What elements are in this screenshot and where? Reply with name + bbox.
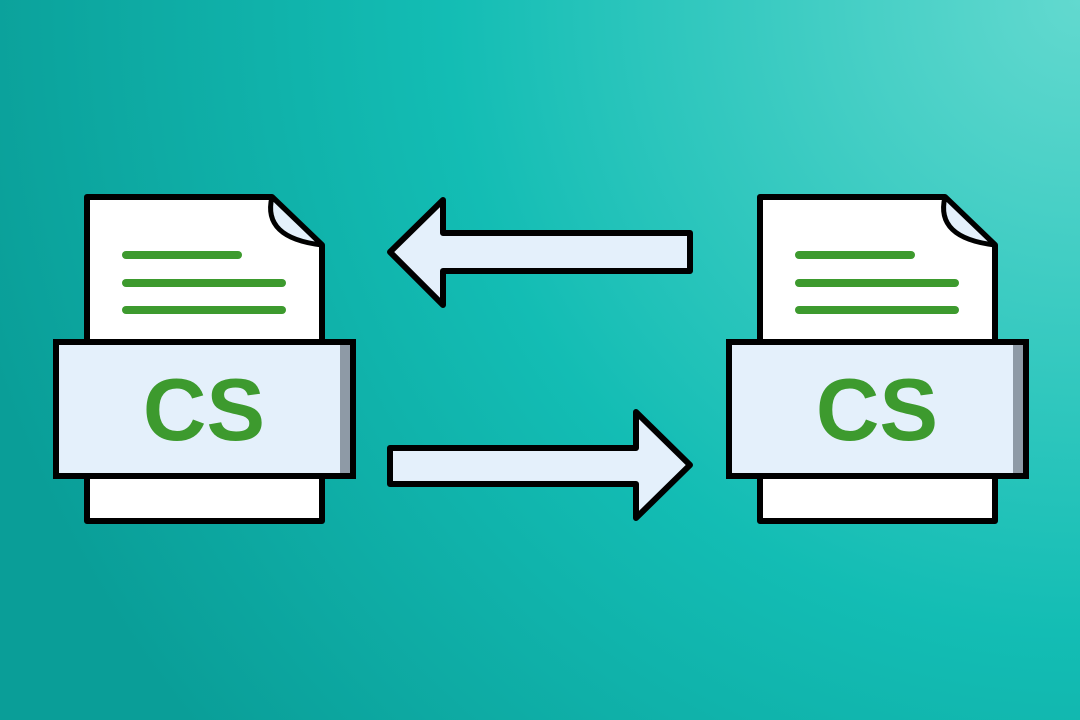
label-band [53,339,356,479]
file-label: CS [143,360,265,459]
arrow-left-icon [387,197,693,308]
file-label: CS [816,360,938,459]
arrow-right-icon [387,409,693,521]
file-icon-right: CS [726,194,1029,524]
page-fold-corner [268,194,325,248]
page-fold-corner [941,194,998,248]
label-band-shadow [1013,345,1023,473]
label-band-shadow [340,345,350,473]
file-icon-left: CS [53,194,356,524]
label-band [726,339,1029,479]
